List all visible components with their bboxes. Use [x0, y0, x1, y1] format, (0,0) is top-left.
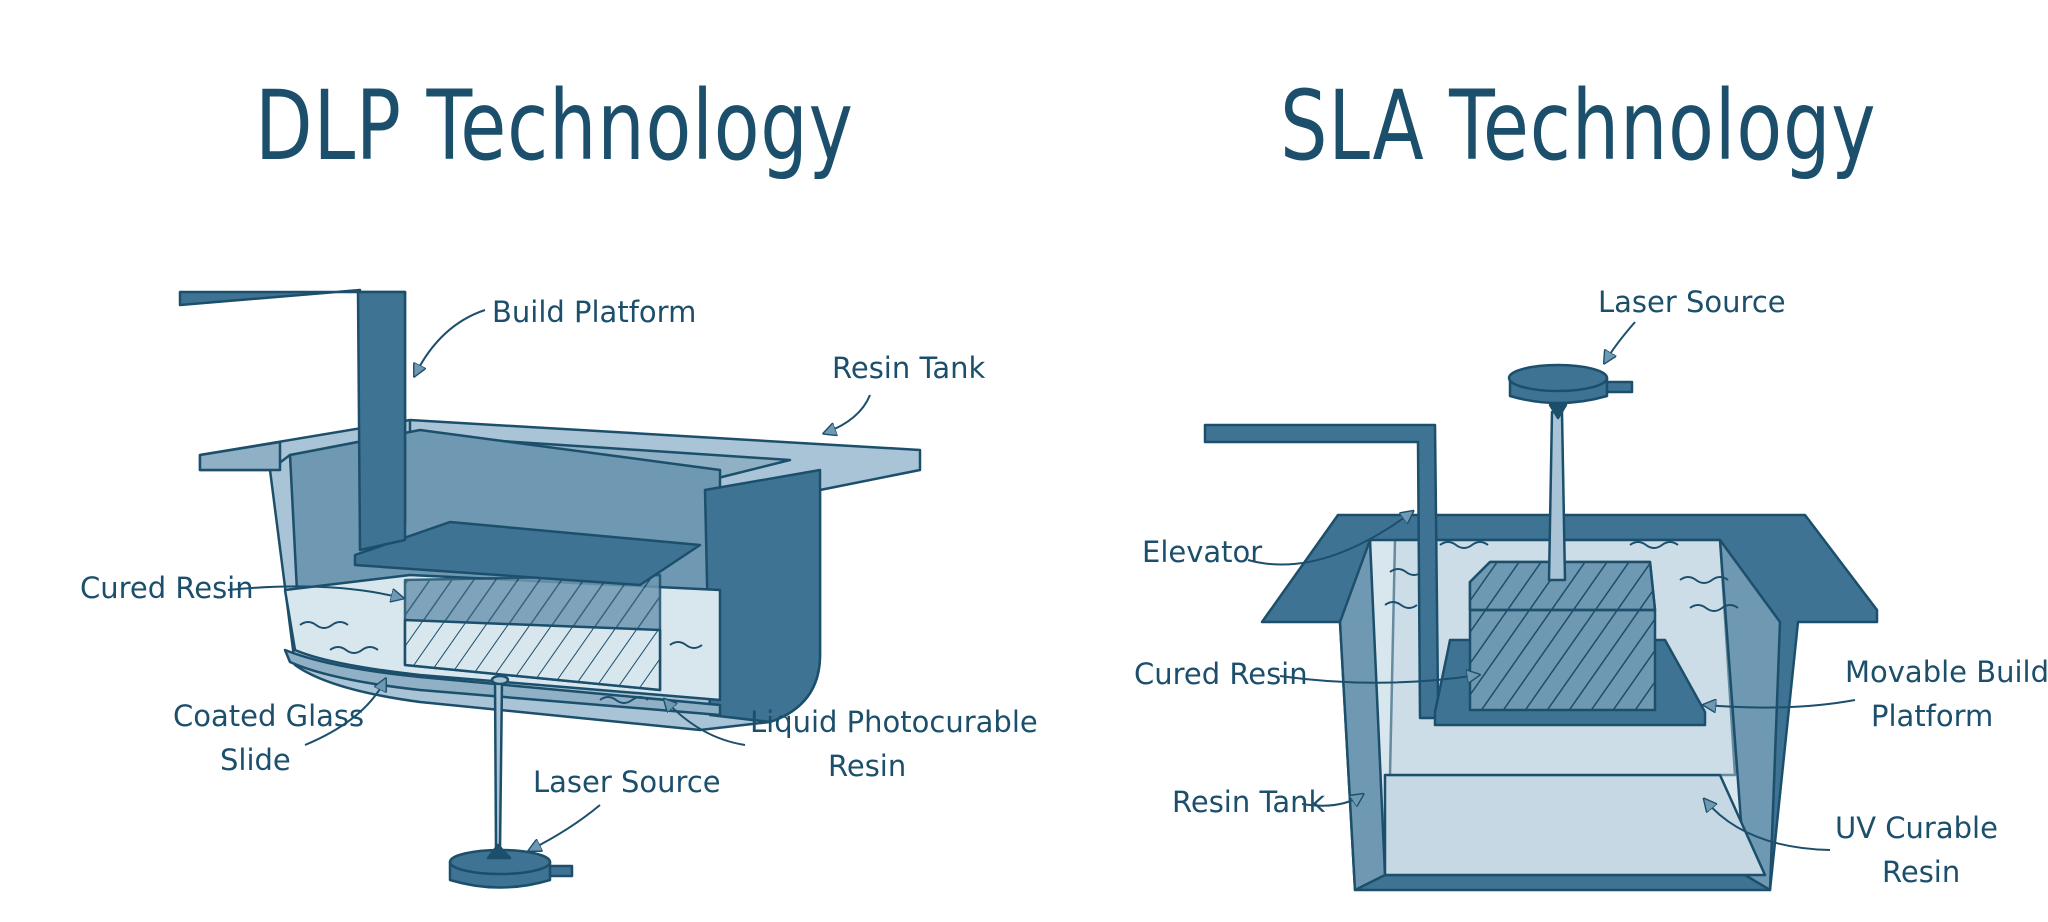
dlp-label-resin-tank: Resin Tank	[832, 351, 986, 385]
dlp-label-build-platform: Build Platform	[492, 295, 696, 329]
sla-label-resin-tank: Resin Tank	[1172, 785, 1326, 819]
dlp-coated-glass-slide	[283, 648, 722, 717]
dlp-labels: Build Platform Resin Tank Cured Resin Co…	[80, 295, 1038, 850]
dlp-label-cured-resin: Cured Resin	[80, 571, 254, 605]
dlp-laser-beam	[493, 678, 504, 852]
sla-label-elevator: Elevator	[1142, 535, 1262, 569]
sla-label-cured-resin: Cured Resin	[1134, 657, 1308, 691]
sla-label-uv-resin-1: UV Curable	[1835, 811, 1998, 845]
dlp-build-platform-plate	[353, 520, 702, 587]
dlp-label-coated-glass-1: Coated Glass	[173, 699, 364, 733]
sla-label-movable-build-2: Platform	[1871, 699, 1993, 733]
sla-diagram	[1203, 363, 1879, 892]
dlp-diagram	[178, 288, 922, 889]
sla-title: SLA Technology	[1280, 70, 1877, 182]
dlp-label-laser-source: Laser Source	[533, 765, 721, 799]
sla-laser-beam	[1547, 410, 1567, 582]
dlp-label-coated-glass-2: Slide	[220, 743, 291, 777]
dlp-label-liquid-resin-2: Resin	[828, 749, 906, 783]
sla-label-movable-build-1: Movable Build	[1845, 655, 2048, 689]
dlp-label-liquid-resin-1: Liquid Photocurable	[750, 705, 1038, 739]
sla-label-uv-resin-2: Resin	[1882, 855, 1960, 889]
sla-label-laser-source: Laser Source	[1598, 285, 1786, 319]
dlp-title: DLP Technology	[255, 70, 854, 182]
sla-labels: Laser Source Elevator Cured Resin Movabl…	[1134, 285, 2048, 889]
